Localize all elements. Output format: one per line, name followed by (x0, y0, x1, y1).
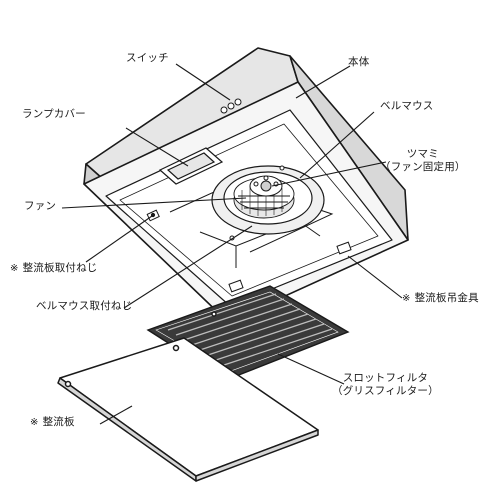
hanger-bracket (228, 241, 352, 293)
label-bell-mouth-screw: ベルマウス取付ねじ (36, 300, 133, 312)
filter-slots (167, 293, 333, 366)
label-fan: ファン (24, 200, 57, 212)
label-lamp-cover: ランプカバー (22, 108, 86, 120)
label-switch: スイッチ (126, 52, 169, 64)
leader-rectifier-hanger (347, 255, 403, 299)
knob (249, 175, 283, 197)
lamp-cover (158, 147, 224, 185)
rectifier-plate (57, 337, 319, 482)
label-rectifier-plate-text: 整流板 (42, 416, 75, 428)
label-rectifier-hanger-text: 整流板吊金具 (414, 292, 479, 304)
label-rectifier-screw: ※整流板取付ねじ (10, 262, 98, 275)
label-slot-filter-main: スロットフィルタ (342, 372, 429, 384)
label-slot-filter: スロットフィルタ （グリスフィルター） (332, 372, 439, 398)
reference-mark: ※ (10, 263, 19, 274)
leader-rectifier-screw (85, 215, 153, 263)
label-rectifier-hanger: ※整流板吊金具 (402, 292, 479, 305)
leader-body (295, 65, 351, 99)
rectifier-screw-mark (146, 209, 160, 222)
leader-knob (271, 161, 387, 187)
leader-rectifier-plate (99, 405, 133, 425)
label-knob-main: ツマミ (406, 148, 439, 160)
label-knob: ツマミ （ファン固定用） (380, 148, 466, 174)
leader-switch (175, 63, 231, 101)
switch-buttons (220, 98, 242, 114)
label-rectifier-plate: ※整流板 (30, 416, 75, 429)
leader-fan (61, 197, 247, 209)
label-slot-filter-note: （グリスフィルター） (332, 385, 439, 397)
leader-lines (61, 63, 403, 425)
label-body: 本体 (348, 56, 370, 68)
label-bell-mouth: ベルマウス (380, 100, 434, 112)
leader-bell-mouth (299, 111, 375, 179)
leader-lamp-cover (125, 127, 189, 167)
label-knob-note: （ファン固定用） (380, 161, 466, 173)
label-rectifier-screw-text: 整流板取付ねじ (22, 262, 98, 274)
leader-bell-mouth-screw (123, 225, 253, 309)
reference-mark: ※ (402, 293, 411, 304)
leader-slot-filter (277, 353, 345, 385)
reference-mark: ※ (30, 417, 39, 428)
